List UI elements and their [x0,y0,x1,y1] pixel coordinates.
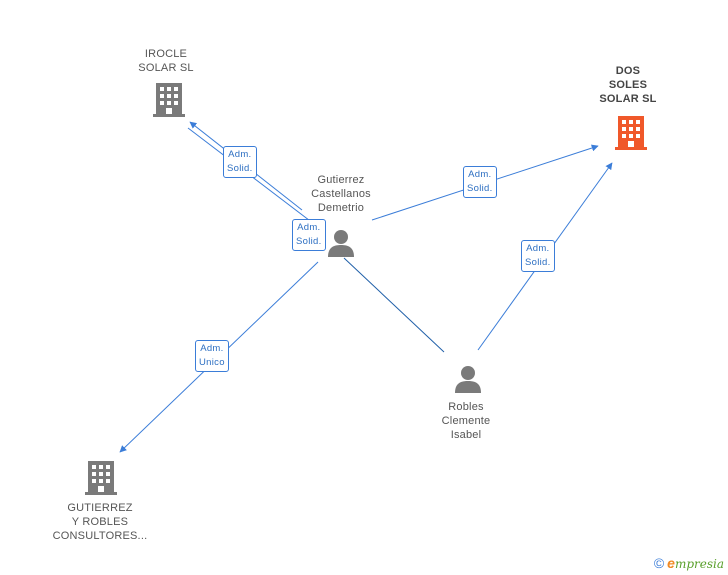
node-label-demetrio: Gutierrez Castellanos Demetrio [311,174,371,214]
node-label-dos-soles: DOS SOLES SOLAR SL [599,65,657,105]
node-label-gutierrez-y-robles: GUTIERREZ Y ROBLES CONSULTORES... [52,502,148,542]
node-label-irocle: IROCLE SOLAR SL [138,48,194,74]
edge-label-adm-solid[interactable]: Adm. Solid. [521,240,555,272]
brand-initial: e [667,555,675,571]
edge-label-adm-solid[interactable]: Adm. Solid. [463,166,497,198]
building-icon[interactable] [615,115,647,151]
edge-label-adm-solid[interactable]: Adm. Solid. [223,146,257,178]
edge-label-adm-unico[interactable]: Adm. Unico [195,340,229,372]
copyright-symbol: © [653,555,665,571]
person-icon[interactable] [326,228,356,258]
building-icon[interactable] [153,82,185,118]
brand-name: mpresia [674,557,724,571]
node-label-robles-isabel: Robles Clemente Isabel [441,401,491,441]
empresia-logo[interactable]: ©empresia [654,555,724,571]
edge-label-adm-solid[interactable]: Adm. Solid. [292,219,326,251]
building-icon[interactable] [85,460,117,496]
person-icon[interactable] [453,364,483,394]
edge-demetrio-irocle-2 [187,127,323,231]
edge-demetrio-robles [343,257,445,353]
